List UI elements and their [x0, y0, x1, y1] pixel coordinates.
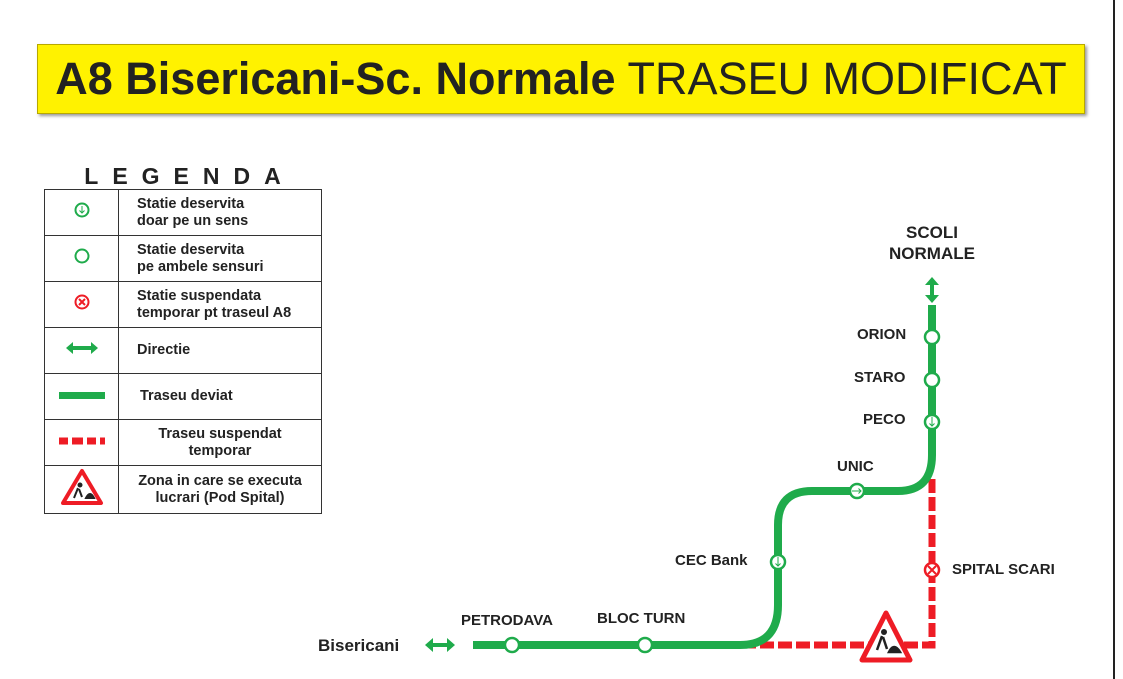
legend-label: Traseu deviat [140, 388, 233, 404]
route-status: TRASEU MODIFICAT [627, 53, 1067, 104]
start-direction-arrow [425, 638, 455, 652]
station-label: PETRODAVA [461, 612, 553, 629]
legend-label: pe ambele sensuri [137, 258, 264, 275]
end-terminal-line: SCOLI [906, 223, 958, 242]
deviated-route [473, 305, 936, 649]
station-orion[interactable] [923, 328, 941, 346]
suspended-route [742, 475, 936, 649]
station-label: STARO [854, 369, 906, 386]
start-terminal-label: Bisericani [318, 636, 400, 655]
legend-label: Directie [137, 342, 191, 358]
legend-label: temporar [188, 442, 252, 459]
legend-label: Statie deservita [137, 241, 245, 258]
roadworks-icon [859, 610, 913, 663]
red-dashed-line-icon [58, 437, 105, 445]
station-staro[interactable] [923, 371, 941, 389]
legend-label: Zona in care se executa [138, 472, 302, 489]
legend-title: LEGENDA [84, 163, 295, 189]
station-unic[interactable] [848, 482, 866, 500]
legend-label: Traseu suspendat [158, 425, 282, 442]
end-terminal-label: SCOLI NORMALE [877, 222, 987, 264]
roadworks-icon [60, 469, 103, 505]
station-label: SPITAL SCARI [952, 561, 1055, 578]
end-direction-arrow [925, 277, 939, 303]
station-label: ORION [857, 326, 907, 343]
green-line-icon [58, 392, 105, 399]
end-terminal-line: NORMALE [889, 244, 975, 263]
legend-label: Statie suspendata [137, 287, 262, 304]
station-label: BLOC TURN [597, 610, 686, 627]
station-spital-scari[interactable] [923, 561, 941, 579]
legend-label: lucrari (Pod Spital) [155, 489, 285, 506]
legend-label: temporar pt traseul A8 [137, 304, 292, 321]
station-peco[interactable] [923, 413, 941, 431]
station-label: PECO [863, 411, 906, 428]
station-cec-bank[interactable] [769, 553, 787, 571]
legend-label: doar pe un sens [137, 212, 249, 229]
suspended-station-icon [74, 294, 89, 310]
direction-arrow-icon [65, 342, 98, 354]
station-petrodava[interactable] [503, 636, 521, 654]
station-bloc-turn[interactable] [636, 636, 654, 654]
station-label: UNIC [837, 458, 874, 475]
two-way-station-icon [74, 248, 89, 264]
legend-row: Traseu deviat [44, 373, 322, 420]
route-name: A8 Bisericani-Sc. Normale [55, 53, 616, 104]
legend-label: Statie deservita [137, 195, 245, 212]
station-label: CEC Bank [675, 552, 748, 569]
one-way-station-icon [74, 202, 89, 218]
page-border [1113, 0, 1115, 679]
